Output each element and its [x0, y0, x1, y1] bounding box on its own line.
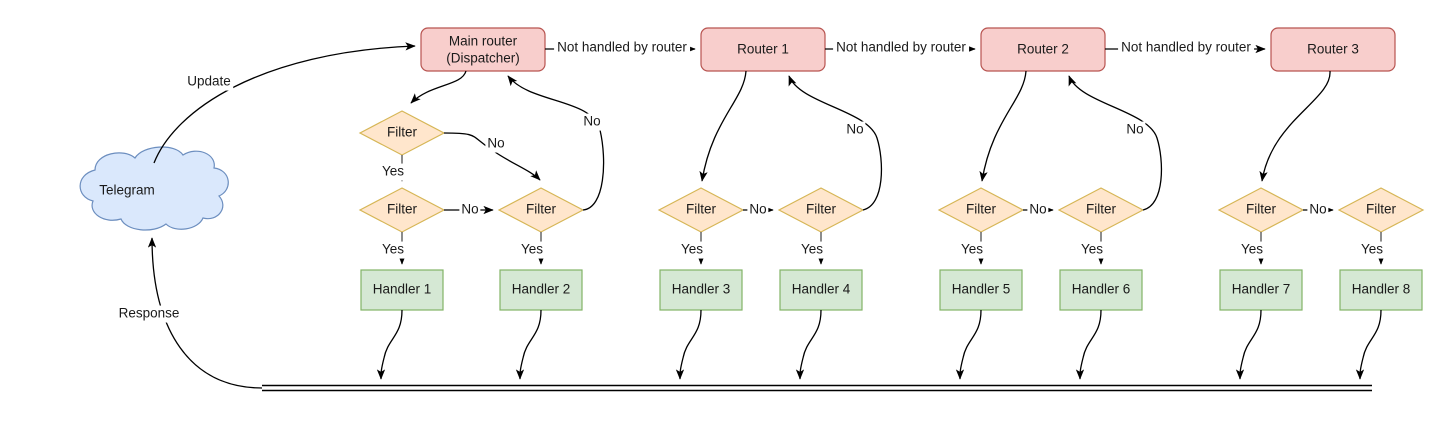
collector-bus: [262, 384, 1372, 392]
filter-f4-node[interactable]: [777, 187, 865, 233]
edge-h1-to-bus: [376, 309, 403, 380]
handler-h2-node[interactable]: [499, 269, 583, 311]
handler-h8-node[interactable]: [1339, 269, 1423, 311]
edge-f0-no-f2: [443, 132, 541, 181]
handler-h4-node[interactable]: [779, 269, 863, 311]
edge-h4-to-bus: [795, 309, 822, 380]
edge-f6-no-r2: [1068, 75, 1163, 211]
edge-h6-to-bus: [1075, 309, 1102, 380]
filter-f8-node[interactable]: [1337, 187, 1425, 233]
edge-h3-to-bus: [675, 309, 702, 380]
edge-response: [147, 237, 263, 389]
edge-r2-to-f5: [979, 70, 1027, 182]
edge-h8-to-bus: [1355, 309, 1382, 380]
edge-f4-no-r1: [788, 75, 883, 211]
filter-f2-node[interactable]: [497, 187, 585, 233]
edge-f2-no-main: [507, 75, 605, 211]
handler-h3-node[interactable]: [659, 269, 743, 311]
handler-h5-node[interactable]: [939, 269, 1023, 311]
edge-h5-to-bus: [955, 309, 982, 380]
filter-f3-node[interactable]: [657, 187, 745, 233]
handler-h6-node[interactable]: [1059, 269, 1143, 311]
edge-h7-to-bus: [1235, 309, 1262, 380]
filter-f0-node[interactable]: [358, 110, 446, 156]
filter-f6-node[interactable]: [1057, 187, 1145, 233]
handler-h1-node[interactable]: [360, 269, 444, 311]
filter-f7-node[interactable]: [1217, 187, 1305, 233]
router-1-node[interactable]: [700, 27, 826, 72]
router-3-node[interactable]: [1270, 27, 1396, 72]
handler-h7-node[interactable]: [1219, 269, 1303, 311]
edge-main-to-f0: [410, 70, 467, 104]
filter-f5-node[interactable]: [937, 187, 1025, 233]
edge-r1-to-f3: [699, 70, 747, 182]
router-main-node[interactable]: [420, 27, 546, 72]
edge-h2-to-bus: [515, 309, 542, 380]
telegram-cloud-node[interactable]: [79, 146, 229, 231]
edge-update: [153, 42, 416, 164]
router-2-node[interactable]: [980, 27, 1106, 72]
edge-r3-to-f7: [1259, 70, 1331, 182]
filter-f1-node[interactable]: [358, 187, 446, 233]
